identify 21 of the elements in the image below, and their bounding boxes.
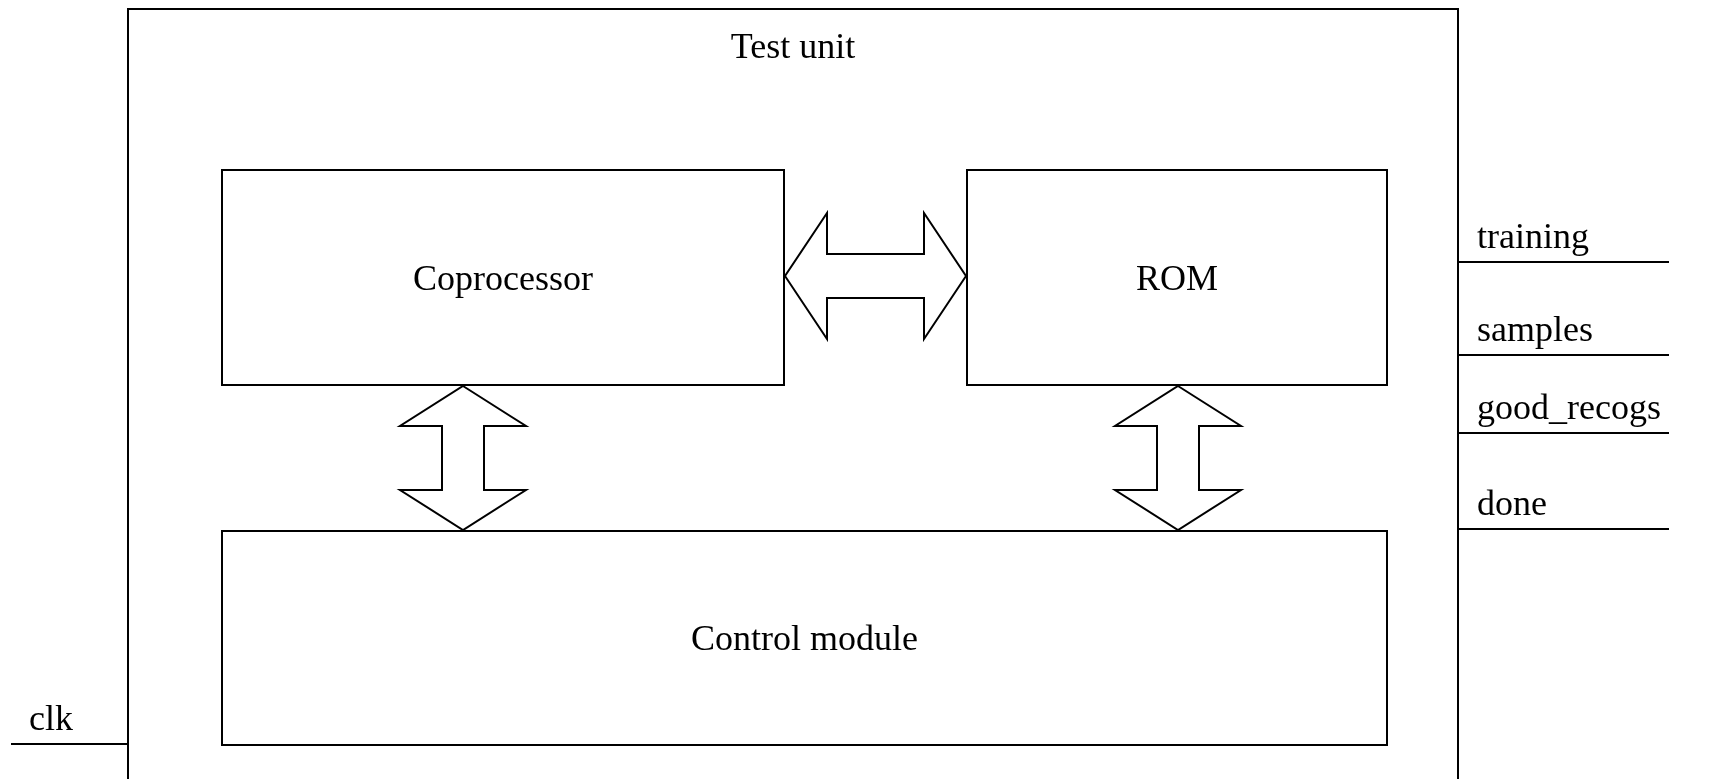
signal-line <box>10 743 128 745</box>
signal-line <box>1458 354 1670 356</box>
double-block-arrow <box>783 209 968 343</box>
signal-line <box>1458 528 1670 530</box>
signal-line <box>1458 432 1670 434</box>
double-block-arrow <box>396 384 530 532</box>
signal-label: done <box>1477 485 1547 521</box>
signal-label: training <box>1477 218 1589 254</box>
block-box <box>221 530 1388 746</box>
container-title: Test unit <box>729 28 857 64</box>
container-box <box>127 8 1459 779</box>
block-label: Control module <box>691 620 918 656</box>
signal-line <box>1458 261 1670 263</box>
signal-label: good_recogs <box>1477 389 1661 425</box>
block-box <box>221 169 785 386</box>
block-label: ROM <box>1136 259 1218 296</box>
signal-label: clk <box>29 700 73 736</box>
block-box <box>966 169 1388 386</box>
signal-label: samples <box>1477 311 1593 347</box>
block-label: Coprocessor <box>413 259 593 296</box>
double-block-arrow <box>1111 384 1245 532</box>
